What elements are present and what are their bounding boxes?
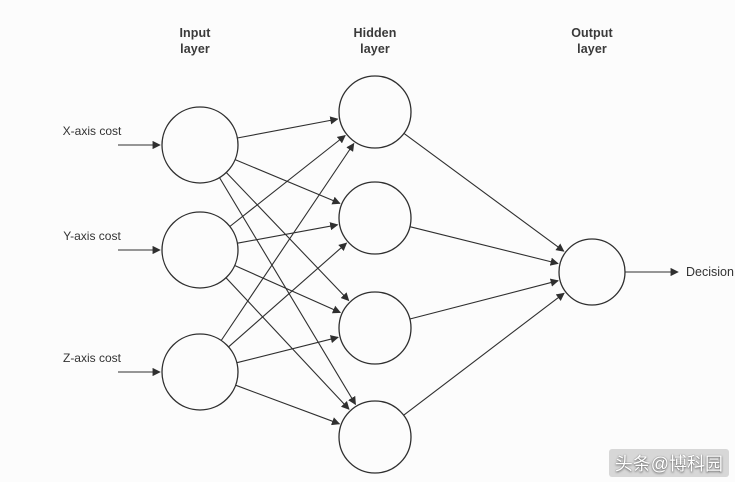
connection-line [220, 142, 355, 341]
input-node [161, 211, 239, 289]
output-node [558, 238, 626, 306]
watermark: 头条@博科园 [608, 449, 729, 477]
connection-line [409, 226, 559, 266]
connection-line [234, 264, 342, 314]
connection-line [237, 222, 339, 244]
connection-line [236, 335, 339, 364]
hidden-node [338, 400, 412, 474]
input-node [161, 106, 239, 184]
hidden-node [338, 181, 412, 255]
connection-line [403, 132, 565, 252]
output-label-decision: Decision [686, 265, 734, 279]
output-layer-title: Output layer [571, 26, 613, 56]
connection-line [229, 134, 346, 227]
connection-line [237, 116, 339, 139]
hidden-layer-title: Hidden layer [353, 26, 397, 56]
connection-line [225, 172, 350, 302]
hidden-node [338, 75, 412, 149]
hidden-node [338, 291, 412, 365]
input-label-x-axis-cost: X-axis cost [62, 124, 122, 138]
input-label-z-axis-cost: Z-axis cost [62, 351, 121, 365]
input-layer-title: Input layer [179, 26, 211, 56]
connection-line [403, 292, 565, 416]
connection-line [235, 384, 341, 426]
connection-line [228, 242, 348, 348]
input-node [161, 333, 239, 411]
input-label-y-axis-cost: Y-axis cost [63, 229, 121, 243]
connection-line [219, 177, 356, 406]
connection-line [225, 277, 350, 410]
connection-line [409, 278, 559, 320]
